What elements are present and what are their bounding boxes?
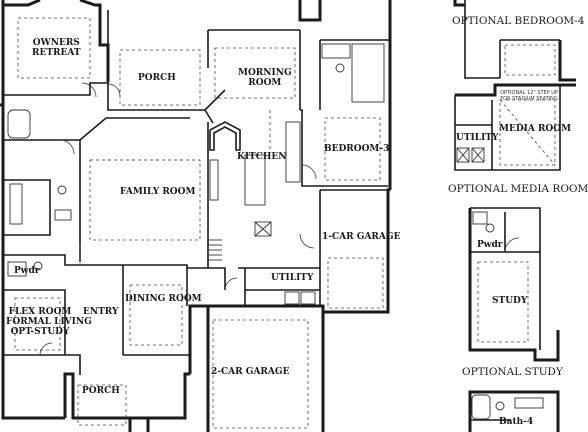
owners-retreat-line1: OWNERS bbox=[32, 38, 80, 48]
room-label-flex-room: FLEX ROOM FORMAL LIVING OPT-STUDY bbox=[6, 307, 92, 337]
media-note-line1: OPTIONAL 12" STEP UP bbox=[500, 90, 558, 96]
main-plan-walls bbox=[0, 0, 392, 432]
flex-room-line2: FORMAL LIVING bbox=[6, 317, 92, 327]
room-label-entry: ENTRY bbox=[83, 307, 119, 317]
room-label-porch-front: PORCH bbox=[82, 386, 120, 396]
room-label-morning-room: MORNING ROOM bbox=[238, 68, 292, 88]
room-label-powder: Pwdr bbox=[14, 266, 40, 276]
morning-room-line2: ROOM bbox=[248, 78, 282, 88]
optional-media-plan bbox=[454, 83, 576, 171]
room-label-porch-rear: PORCH bbox=[138, 73, 176, 83]
room-label-dining-room: DINING ROOM bbox=[125, 294, 202, 304]
optional-study-plan bbox=[468, 207, 560, 362]
owners-retreat-line2: RETREAT bbox=[32, 48, 81, 58]
room-label-1-car-garage: 1-CAR GARAGE bbox=[322, 232, 401, 242]
room-label-utility: UTILITY bbox=[271, 273, 314, 283]
caption-optional-study: OPTIONAL STUDY bbox=[462, 366, 563, 378]
room-label-2-car-garage: 2-CAR GARAGE bbox=[211, 367, 290, 377]
flex-room-line3: OPT-STUDY bbox=[10, 327, 70, 337]
bath4-plan bbox=[468, 390, 560, 432]
room-label-media-room: MEDIA ROOM bbox=[499, 124, 572, 134]
caption-optional-bedroom-4: OPTIONAL BEDROOM-4 bbox=[452, 15, 585, 27]
floor-plan-drawing bbox=[0, 0, 576, 432]
media-step-up-note: OPTIONAL 12" STEP UP FOR STADIUM SEATING bbox=[498, 90, 560, 102]
room-label-media-utility: UTILITY bbox=[456, 133, 499, 143]
morning-room-line1: MORNING bbox=[238, 68, 292, 78]
main-plan-dashed bbox=[14, 17, 384, 429]
caption-optional-media-room: OPTIONAL MEDIA ROOM bbox=[448, 183, 588, 195]
room-label-study: STUDY bbox=[492, 296, 528, 306]
room-label-bath-4: Bath-4 bbox=[499, 417, 534, 427]
media-note-line2: FOR STADIUM SEATING bbox=[500, 96, 558, 102]
optional-bedroom4-plan bbox=[453, 0, 576, 82]
room-label-bedroom-3: BEDROOM-3 bbox=[324, 144, 390, 154]
flex-room-line1: FLEX ROOM bbox=[8, 307, 72, 317]
room-label-owners-retreat: OWNERS RETREAT bbox=[32, 38, 81, 58]
room-label-study-powder: Pwdr bbox=[477, 240, 503, 250]
room-label-family-room: FAMILY ROOM bbox=[120, 187, 196, 197]
main-plan-fixtures bbox=[7, 43, 385, 356]
room-label-kitchen: KITCHEN bbox=[237, 152, 287, 162]
